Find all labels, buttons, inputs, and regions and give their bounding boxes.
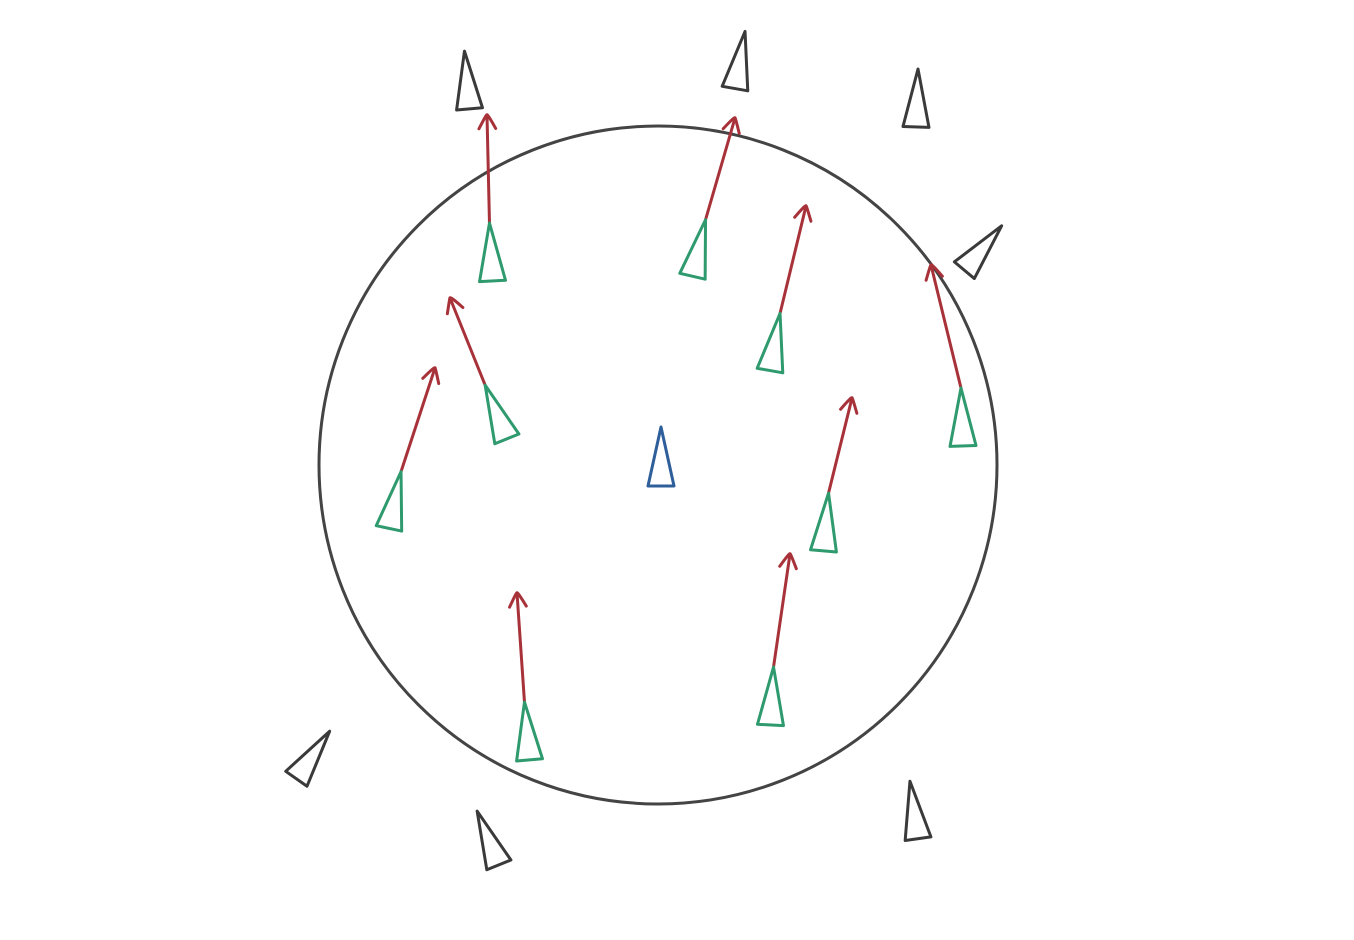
outside-agent <box>720 29 750 93</box>
center-agent <box>646 425 676 488</box>
neighbor-agent <box>809 491 838 554</box>
arrow-head <box>839 396 859 415</box>
neighbor-agents-group <box>374 218 978 763</box>
velocity-arrow <box>778 204 813 315</box>
neighborhood-radius-circle <box>317 124 999 806</box>
velocity-arrow <box>924 263 963 390</box>
outside-agent <box>475 809 513 872</box>
neighbor-agent <box>755 311 785 375</box>
arrow-head <box>721 116 741 135</box>
outside-agent <box>284 729 332 788</box>
outside-agents-group <box>284 29 1004 872</box>
arrow-head <box>508 591 528 609</box>
velocity-arrow <box>704 116 741 222</box>
arrow-head <box>778 552 798 571</box>
outside-agent <box>455 49 484 112</box>
neighbor-agent <box>374 470 404 533</box>
outside-agent <box>903 779 933 843</box>
velocity-arrow <box>399 366 441 474</box>
arrow-head <box>924 263 944 282</box>
neighbor-agent <box>478 221 507 284</box>
velocity-arrow <box>827 396 859 495</box>
arrow-head <box>793 204 813 223</box>
outside-agent <box>952 224 1004 281</box>
outside-agent <box>901 67 931 129</box>
velocity-arrow <box>772 552 798 669</box>
arrow-head <box>421 366 441 386</box>
velocity-arrow <box>445 296 487 387</box>
neighbor-agent <box>483 383 521 446</box>
neighbor-agent <box>515 700 544 763</box>
velocity-arrow <box>477 113 498 225</box>
velocity-arrow <box>508 591 528 704</box>
neighbor-agent <box>948 386 978 448</box>
neighbor-agent <box>678 218 708 281</box>
arrow-head <box>445 296 465 316</box>
neighbor-agent <box>756 665 785 728</box>
velocity-arrows-group <box>399 113 963 704</box>
arrow-head <box>477 113 498 131</box>
center-agent-group <box>646 425 676 488</box>
